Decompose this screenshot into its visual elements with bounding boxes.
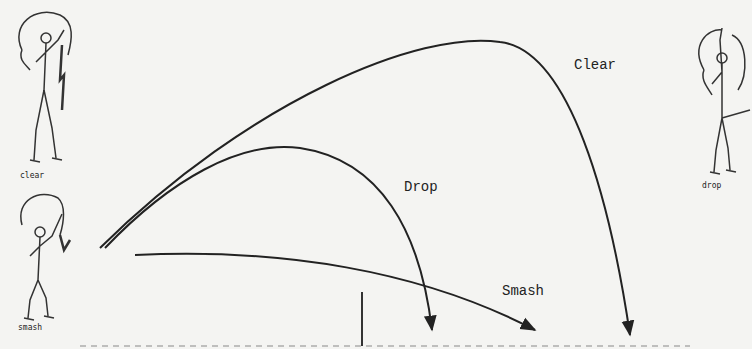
shot-caption: drop (700, 182, 723, 191)
court-line (80, 346, 690, 347)
drop-trajectory (105, 147, 432, 330)
drop-player (699, 28, 750, 174)
trajectory-label: Drop (402, 180, 440, 195)
smash-trajectory (135, 254, 535, 330)
shot-caption: smash (16, 324, 44, 333)
net (361, 292, 363, 346)
trajectory-label: Clear (572, 58, 618, 73)
clear-trajectory (100, 41, 630, 335)
smash-player (21, 194, 70, 320)
shot-caption: clear (18, 172, 46, 181)
clear-player (19, 12, 71, 162)
trajectory-label: Smash (500, 284, 546, 299)
